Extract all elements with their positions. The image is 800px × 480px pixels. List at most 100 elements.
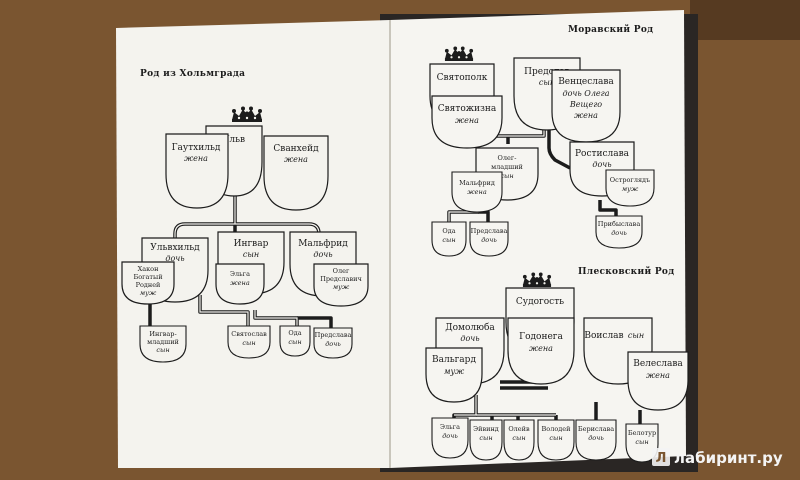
ostroglyad-name: Остроглядъ (610, 176, 650, 184)
hakon-name-3: Родней (136, 281, 161, 289)
gauthild-name: Гаутхильд (172, 143, 221, 153)
svyatoslav-l-role: сын (242, 339, 255, 347)
domolyuba-role: дочь (460, 334, 479, 343)
predslava-l-name: Предслава (315, 331, 352, 339)
table-shadow (690, 0, 800, 40)
berislava-role: дочь (588, 434, 604, 442)
node-malfrid-m (451, 171, 503, 213)
godonega-name: Годонега (519, 332, 563, 342)
node-belotur (625, 423, 659, 463)
oda-m-name: Ода (442, 227, 455, 235)
oleg-m-name-2: младший (491, 163, 523, 171)
elga-p-name: Эльга (440, 423, 460, 431)
node-oleg-l (313, 263, 369, 307)
oleg-m-name-1: Олег- (498, 154, 517, 162)
hakon-role: муж (140, 289, 157, 297)
node-ostroglyad (605, 169, 655, 207)
oleg-l-name-2: Предславич (320, 275, 362, 283)
godonega-role: жена (529, 344, 553, 353)
node-godonega (507, 317, 575, 385)
ventseslava-name: Венцеслава (558, 77, 614, 87)
ulvhild-role: дочь (165, 254, 184, 263)
elga-p-role: дочь (442, 432, 458, 440)
berislava-name: Берислава (578, 425, 614, 433)
holmgrad-heading: Род из Хольмграда (140, 69, 245, 79)
node-predslava-m (469, 221, 509, 257)
rostislava-role: дочь (592, 160, 611, 169)
node-svanheid (263, 135, 329, 211)
belotur-name: Белотур (628, 429, 656, 437)
svyatoslav-l-name: Святослав (231, 330, 267, 338)
oda-m-role: сын (442, 236, 455, 244)
predslava-m-role: дочь (481, 236, 497, 244)
node-volodei (537, 419, 575, 461)
oleg-l-role: муж (333, 283, 350, 291)
hakon-name-1: Хакон (138, 265, 159, 273)
rostislava-name: Ростислава (575, 149, 630, 159)
elga-l-role: жена (230, 279, 250, 287)
malfrid-l-name: Мальфрид (298, 239, 348, 249)
ingvar-name: Ингвар (234, 239, 269, 249)
domolyuba-name: Домолюба (445, 322, 495, 333)
ventseslava-role-1: дочь Олега (563, 89, 610, 98)
ingvar-ml-name-2: младший (147, 338, 179, 346)
ostroglyad-role: муж (622, 185, 639, 193)
pribyslava-role: дочь (611, 229, 627, 237)
ingvar-ml-role: сын (156, 346, 169, 354)
node-oda-m (431, 221, 467, 257)
sudogost-name: Судогость (516, 297, 564, 307)
predslav-name: Предслав (524, 67, 570, 77)
oleg-l-name-1: Олег (333, 267, 350, 275)
svanheid-name: Сванхейд (273, 144, 319, 154)
node-elga-p (431, 417, 469, 459)
svyatopolk-name: Святополк (437, 73, 488, 83)
node-veleslava (627, 351, 689, 411)
predslava-l-role: дочь (325, 340, 341, 348)
moravian-heading: Моравский Род (568, 24, 653, 35)
eyvind-name: Эйвинд (473, 425, 499, 433)
node-berislava (575, 419, 617, 461)
veleslava-name: Велеслава (633, 359, 683, 369)
node-hakon (121, 261, 175, 305)
valgard-role: муж (444, 367, 464, 376)
svyatozhizna-name: Святожизна (438, 104, 497, 114)
node-oleif (503, 419, 535, 461)
ingvar-role: сын (243, 250, 259, 259)
malfrid-l-role: дочь (313, 250, 332, 259)
node-svyatozhizna (431, 95, 503, 149)
pleskov-heading: Плесковский Род (578, 266, 675, 277)
watermark-text: лабиринт.ру (674, 449, 783, 467)
oda-name: Ода (288, 329, 301, 337)
voislav-role: сын (628, 331, 644, 340)
ingvar-ml-name-1: Ингвар- (149, 330, 176, 338)
node-oda (279, 325, 311, 357)
node-predslava-l (313, 327, 353, 359)
elga-l-name: Эльга (230, 270, 250, 278)
voislav-name: Воислав (584, 331, 623, 341)
valgard-name: Вальгард (432, 355, 476, 365)
node-svyatoslav-l (227, 325, 271, 359)
node-ingvar-ml (139, 325, 187, 363)
eyvind-role: сын (479, 434, 492, 442)
oda-role: сын (288, 338, 301, 346)
belotur-role: сын (635, 438, 648, 446)
gauthild-role: жена (184, 154, 208, 163)
svg-text:Л: Л (656, 451, 667, 466)
node-elga-l (215, 263, 265, 305)
oleg-m-role: сын (500, 172, 513, 180)
ventseslava-role-2: Вещего (569, 100, 602, 109)
veleslava-role: жена (646, 371, 670, 380)
ulvhild-name: Ульвхильд (150, 243, 200, 253)
oleif-role: сын (512, 434, 525, 442)
ventseslava-role-3: жена (574, 111, 598, 120)
watermark: Л лабиринт.ру (652, 448, 783, 467)
node-valgard (425, 347, 483, 403)
hakon-name-2: Богатый (133, 273, 162, 281)
svyatozhizna-role: жена (455, 116, 479, 125)
node-eyvind (469, 419, 503, 461)
volodei-role: сын (549, 434, 562, 442)
predslava-m-name: Предслава (471, 227, 508, 235)
malfrid-m-role: жена (467, 188, 487, 196)
ulv-name: Ульв (223, 135, 245, 145)
